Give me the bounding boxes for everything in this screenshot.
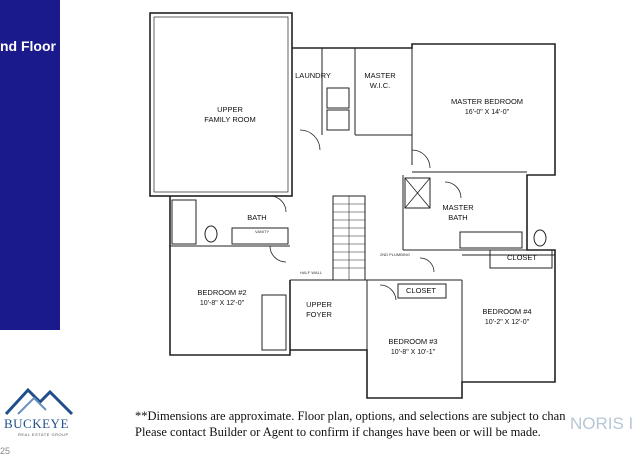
master-bath-label-1: MASTER [442,203,474,212]
house-roof-icon [4,387,74,416]
laundry-washer [326,87,350,109]
master-closet-label: CLOSET [507,253,537,262]
master-closet [489,249,553,269]
bedroom4-dim: 10'-2" X 12'-0" [485,319,530,326]
upper-family-room-label-1: UPPER [217,105,243,114]
toilet-master [533,229,547,247]
floor-title: nd Floor [0,38,56,54]
buckeye-logo: BUCKEYE REAL ESTATE GROUP [0,378,80,448]
outer-wall-left [169,196,291,356]
bath-label: BATH [247,213,266,222]
laundry-label: LAUNDRY [295,71,331,80]
bed3-closet-label: CLOSET [406,286,436,295]
inner-family-room [153,16,289,193]
toilet-bath [204,225,218,243]
master-wic-label-2: W.I.C. [370,81,390,90]
master-bath-shower [404,177,431,209]
bedroom2-dim: 10'-8" X 12'-0" [200,300,245,307]
disclaimer-line-1: **Dimensions are approximate. Floor plan… [135,409,566,423]
logo-name: BUCKEYE [4,416,69,431]
photo-index: 25 [0,446,11,456]
bedroom3-label: BEDROOM #3 [388,337,437,346]
vanity-master [459,231,523,249]
half-wall-annotation: HALF WALL [300,270,323,275]
master-bedroom-dim: 16'-0" X 14'-0" [465,109,510,116]
bedroom2-label: BEDROOM #2 [197,288,246,297]
disclaimer-line-2: Please contact Builder or Agent to confi… [135,425,541,439]
title-banner: nd Floor [0,0,60,330]
floor-plan: UPPER FAMILY ROOM LAUNDRY MASTER W.I.C. … [149,12,556,399]
bed3-closet [397,283,447,299]
master-wic-label-1: MASTER [364,71,396,80]
disclaimer: **Dimensions are approximate. Floor plan… [135,408,640,440]
plumbing-annotation: 2ND PLUMBING [380,252,410,257]
bedroom3-dim: 10'-8" X 10'-1" [391,349,436,356]
upper-foyer-label-2: FOYER [306,310,332,319]
laundry-dryer [326,109,350,131]
watermark: NORIS I [570,414,634,433]
master-bath-label-2: BATH [448,213,467,222]
vanity-bath [231,227,289,245]
bed2-closet [261,294,287,351]
upper-family-room-label-2: FAMILY ROOM [204,115,255,124]
upper-foyer-label-1: UPPER [306,300,332,309]
bedroom4-label: BEDROOM #4 [482,307,531,316]
bath-tub [171,199,197,245]
vanity-annotation: VANITY [255,229,269,234]
master-bedroom-label: MASTER BEDROOM [451,97,523,106]
logo-tagline: REAL ESTATE GROUP [18,432,69,437]
